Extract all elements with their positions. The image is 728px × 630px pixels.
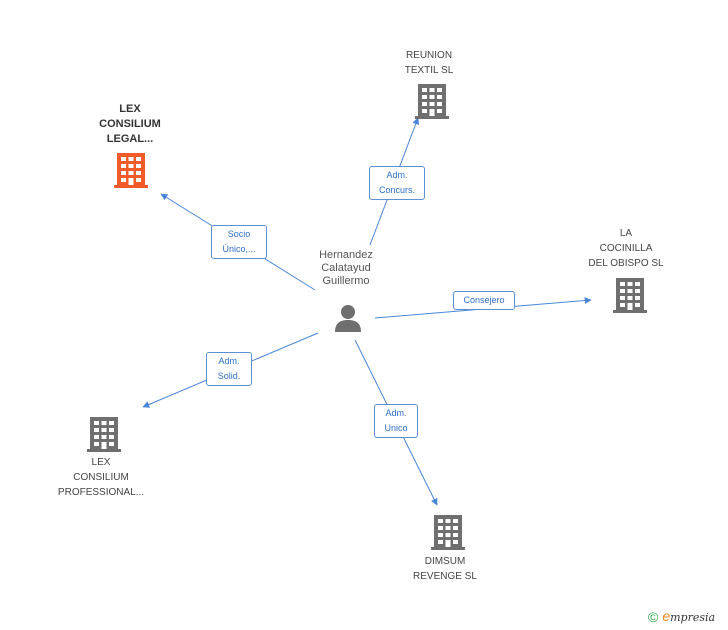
copyright-symbol: © [648, 609, 659, 625]
node-label-lex-professional[interactable]: LEX CONSILIUM PROFESSIONAL... [57, 457, 145, 498]
building-icon[interactable] [87, 416, 121, 452]
building-icon-highlighted[interactable] [114, 152, 148, 188]
edge-label-lex-legal[interactable]: Socio Único,... [211, 225, 267, 259]
edge-label-cocinilla[interactable]: Consejero [453, 291, 515, 310]
edge-label-lex-professional[interactable]: Adm. Solid. [206, 352, 252, 386]
node-label-reunion[interactable]: REUNION TEXTIL SL [404, 50, 454, 76]
edge-label-reunion[interactable]: Adm. Concurs. [369, 166, 425, 200]
footer-credit[interactable]: ©empresia [648, 608, 715, 625]
node-label-lex-legal[interactable]: LEX CONSILIUM LEGAL... [99, 103, 161, 145]
building-icon[interactable] [613, 277, 647, 313]
building-icon[interactable] [415, 83, 449, 119]
brand-initial: e [662, 608, 671, 624]
brand-name: mpresia [670, 611, 716, 624]
person-name[interactable]: Hernandez Calatayud Guillermo [319, 249, 373, 287]
building-icon[interactable] [431, 514, 465, 550]
person-icon[interactable] [333, 303, 363, 333]
edge-label-dimsum[interactable]: Adm. Unico [374, 404, 418, 438]
node-label-cocinilla[interactable]: LA COCINILLA DEL OBISPO SL [588, 228, 664, 269]
node-label-dimsum[interactable]: DIMSUM REVENGE SL [413, 556, 477, 582]
